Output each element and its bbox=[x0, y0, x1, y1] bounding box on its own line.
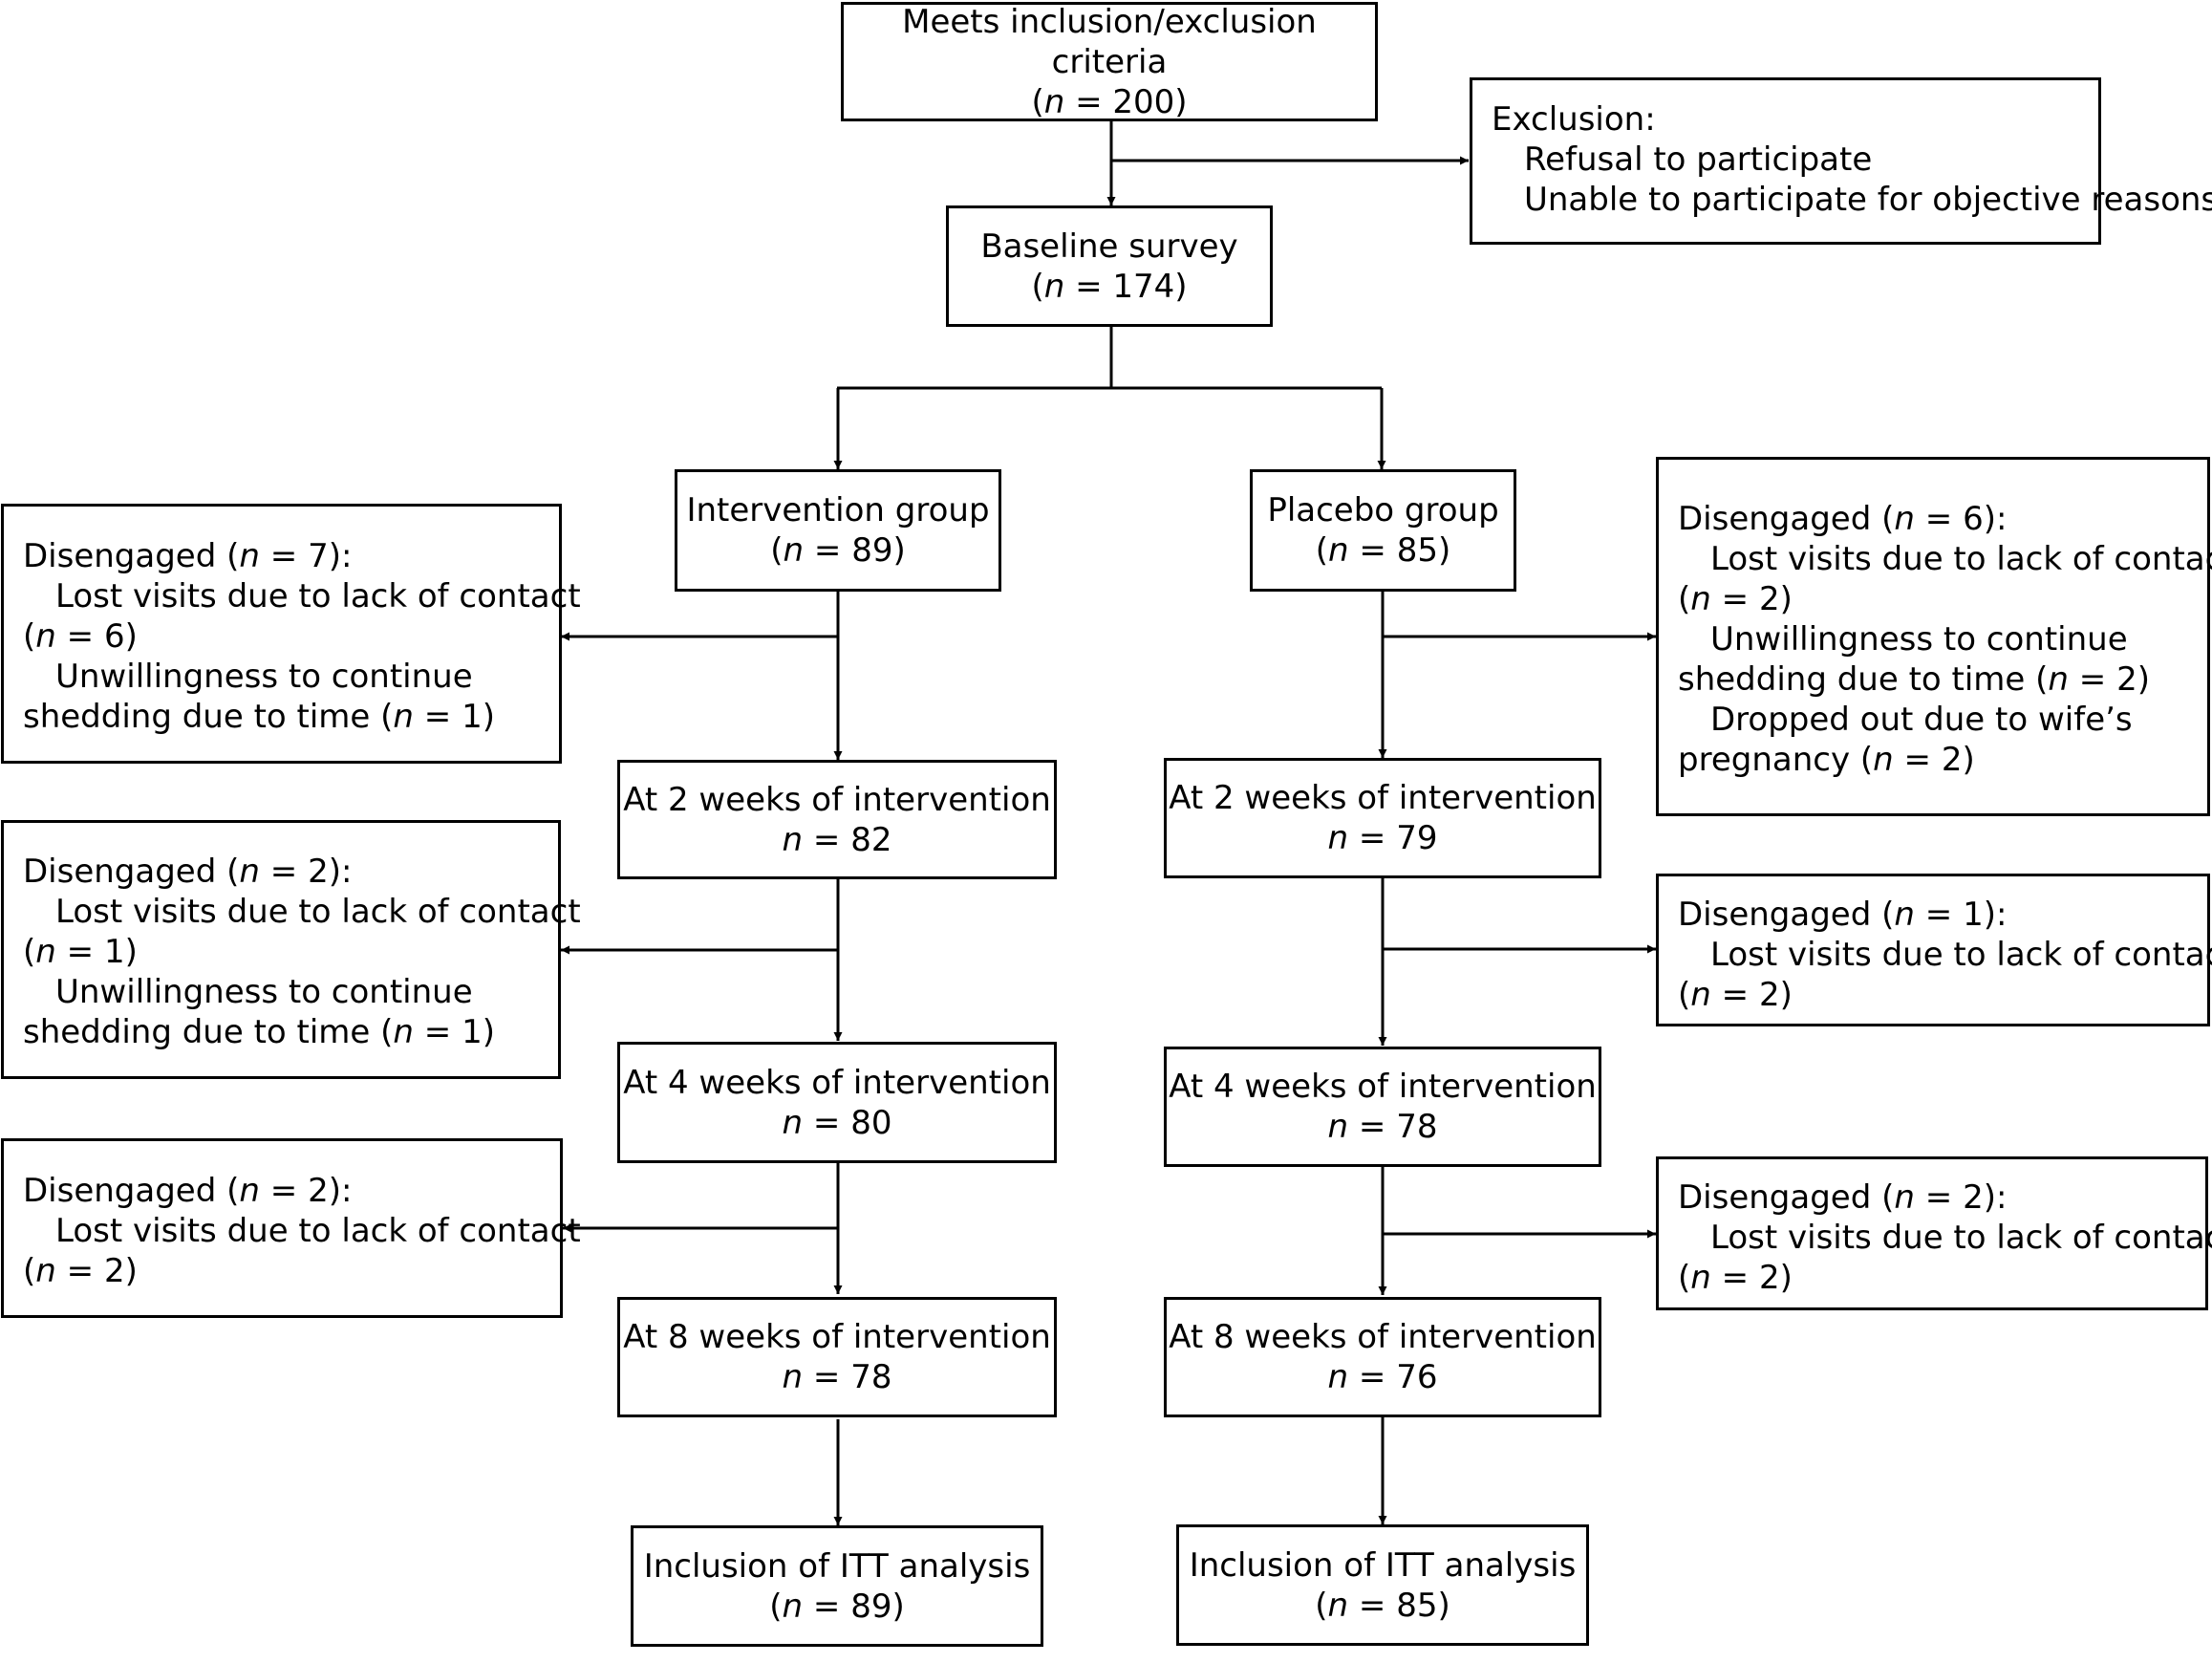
disengaged-reason: Unwillingness to continue bbox=[55, 973, 473, 1011]
box-title: At 2 weeks of intervention bbox=[623, 780, 1051, 819]
disengaged-reason: Unwillingness to continue bbox=[55, 658, 473, 696]
disengaged-reason-count: shedding due to time (n = 2) bbox=[1678, 660, 2150, 699]
placebo-itt-box: Inclusion of ITT analysis (n = 85) bbox=[1176, 1524, 1589, 1646]
intervention-disengaged-3-box: Disengaged (n = 2): Lost visits due to l… bbox=[1, 1138, 581, 1318]
disengaged-reason: Lost visits due to lack of contact bbox=[1710, 1219, 2212, 1257]
box-count: n = 78 bbox=[782, 1358, 892, 1396]
box-count: n = 82 bbox=[782, 820, 892, 859]
intervention-itt-box: Inclusion of ITT analysis (n = 89) bbox=[631, 1525, 1043, 1647]
exclusion-title: Exclusion: bbox=[1492, 100, 1656, 139]
box-title: Meets inclusion/exclusion criteria bbox=[902, 2, 1317, 81]
disengaged-reason-count: (n = 2) bbox=[23, 1252, 138, 1290]
placebo-week8-box: At 8 weeks of intervention n = 76 bbox=[1164, 1297, 1601, 1417]
box-title: At 8 weeks of intervention bbox=[623, 1318, 1051, 1356]
disengaged-reason-count: (n = 6) bbox=[23, 617, 138, 656]
box-count: n = 79 bbox=[1327, 819, 1438, 857]
exclusion-box: Exclusion: Refusal to participate Unable… bbox=[1470, 77, 2212, 245]
box-title: At 8 weeks of intervention bbox=[1169, 1318, 1597, 1356]
placebo-week2-box: At 2 weeks of intervention n = 79 bbox=[1164, 758, 1601, 878]
placebo-week4-box: At 4 weeks of intervention n = 78 bbox=[1164, 1047, 1601, 1167]
placebo-group-box: Placebo group (n = 85) bbox=[1250, 469, 1516, 592]
box-title: Placebo group bbox=[1267, 491, 1499, 529]
intervention-week4-box: At 4 weeks of intervention n = 80 bbox=[617, 1042, 1057, 1163]
disengaged-reason: Lost visits due to lack of contact bbox=[1710, 540, 2212, 578]
exclusion-reason: Refusal to participate bbox=[1524, 140, 1873, 179]
box-title: At 2 weeks of intervention bbox=[1169, 779, 1597, 817]
intervention-disengaged-1-box: Disengaged (n = 7): Lost visits due to l… bbox=[1, 504, 581, 764]
disengaged-reason-count: (n = 2) bbox=[1678, 1259, 1793, 1297]
disengaged-reason-count: shedding due to time (n = 1) bbox=[23, 1013, 495, 1051]
box-count: n = 76 bbox=[1327, 1358, 1438, 1396]
disengaged-reason-count: (n = 1) bbox=[23, 933, 138, 971]
intervention-group-box: Intervention group (n = 89) bbox=[675, 469, 1001, 592]
disengaged-heading: Disengaged (n = 2): bbox=[1678, 1178, 2008, 1217]
disengaged-reason-count: (n = 2) bbox=[1678, 976, 1793, 1014]
placebo-disengaged-2-box: Disengaged (n = 1): Lost visits due to l… bbox=[1656, 874, 2212, 1026]
disengaged-heading: Disengaged (n = 7): bbox=[23, 537, 353, 575]
disengaged-reason: Lost visits due to lack of contact bbox=[55, 577, 581, 616]
exclusion-reason: Unable to participate for objective reas… bbox=[1524, 181, 2212, 219]
disengaged-heading: Disengaged (n = 6): bbox=[1678, 500, 2008, 538]
box-title: Inclusion of ITT analysis bbox=[1189, 1545, 1577, 1585]
placebo-disengaged-3-box: Disengaged (n = 2): Lost visits due to l… bbox=[1656, 1156, 2212, 1310]
disengaged-reason-count: shedding due to time (n = 1) bbox=[23, 698, 495, 736]
disengaged-heading: Disengaged (n = 2): bbox=[23, 1172, 353, 1210]
disengaged-reason-count: pregnancy (n = 2) bbox=[1678, 741, 1975, 779]
disengaged-heading: Disengaged (n = 2): bbox=[23, 853, 353, 891]
box-title: Baseline survey bbox=[980, 227, 1238, 266]
box-title: Intervention group bbox=[686, 491, 990, 529]
disengaged-reason: Lost visits due to lack of contact bbox=[55, 893, 581, 931]
box-count: (n = 89) bbox=[769, 1587, 905, 1626]
inclusion-criteria-box: Meets inclusion/exclusion criteria (n = … bbox=[841, 2, 1378, 121]
box-count: (n = 85) bbox=[1315, 1586, 1450, 1625]
intervention-disengaged-2-box: Disengaged (n = 2): Lost visits due to l… bbox=[1, 820, 581, 1079]
baseline-survey-box: Baseline survey (n = 174) bbox=[946, 205, 1273, 327]
placebo-disengaged-1-box: Disengaged (n = 6): Lost visits due to l… bbox=[1656, 457, 2212, 816]
disengaged-reason: Unwillingness to continue bbox=[1710, 620, 2128, 659]
box-title: Inclusion of ITT analysis bbox=[643, 1546, 1031, 1586]
box-title: At 4 weeks of intervention bbox=[1169, 1068, 1597, 1106]
box-count: (n = 200) bbox=[1031, 82, 1188, 121]
box-title: At 4 weeks of intervention bbox=[623, 1063, 1051, 1102]
intervention-week8-box: At 8 weeks of intervention n = 78 bbox=[617, 1297, 1057, 1417]
disengaged-reason: Lost visits due to lack of contact bbox=[1710, 936, 2212, 974]
disengaged-reason-count: (n = 2) bbox=[1678, 580, 1793, 618]
box-count: n = 78 bbox=[1327, 1108, 1438, 1146]
box-count: (n = 174) bbox=[1031, 267, 1188, 306]
box-count: n = 80 bbox=[782, 1103, 892, 1142]
disengaged-reason: Dropped out due to wife’s bbox=[1710, 701, 2133, 739]
disengaged-reason: Lost visits due to lack of contact bbox=[55, 1212, 581, 1250]
box-count: (n = 85) bbox=[1315, 531, 1451, 570]
box-count: (n = 89) bbox=[770, 531, 906, 570]
disengaged-heading: Disengaged (n = 1): bbox=[1678, 896, 2008, 934]
intervention-week2-box: At 2 weeks of intervention n = 82 bbox=[617, 760, 1057, 879]
